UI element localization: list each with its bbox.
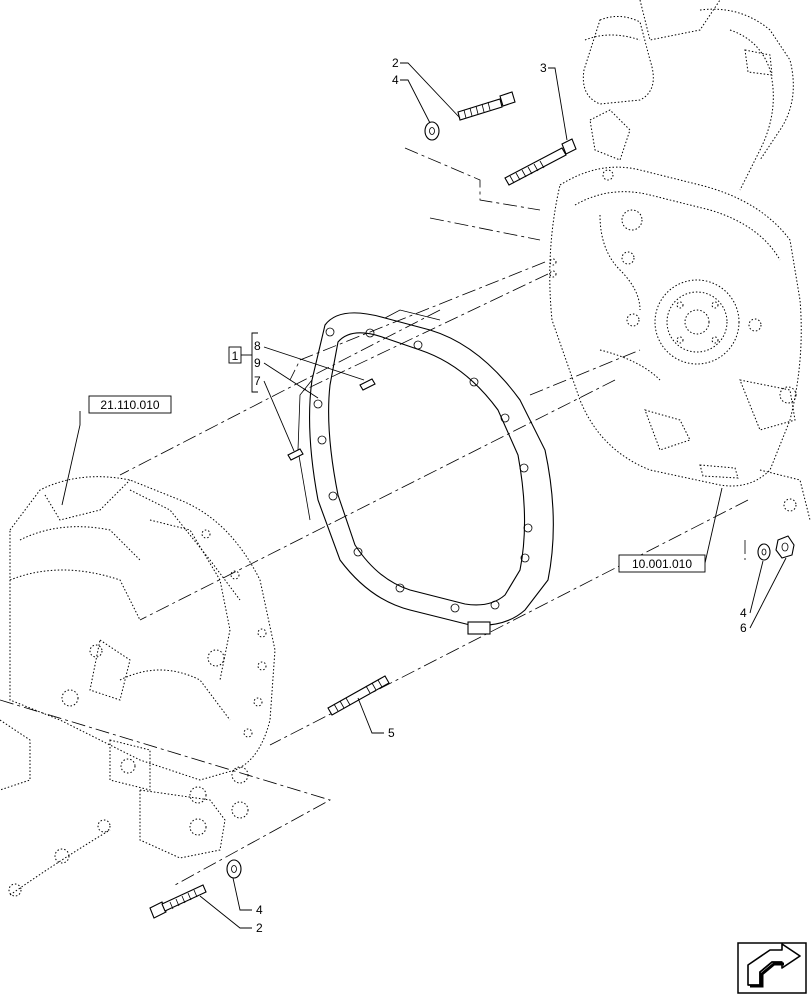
kit-box — [228, 346, 242, 364]
callout-washer-top-left: 4 — [392, 73, 399, 87]
transmission-housing — [0, 476, 276, 897]
reference-engine-label: 10.001.010 — [632, 557, 692, 571]
callout-pin-9: 9 — [254, 356, 261, 370]
adapter-plate — [297, 309, 554, 635]
callout-bolt-bottom: 2 — [256, 921, 263, 935]
callout-stud: 5 — [388, 726, 395, 740]
dowel-pin-8 — [359, 378, 376, 391]
callout-pin-8: 8 — [254, 339, 261, 353]
reference-box-engine[interactable]: 10.001.010 — [618, 554, 706, 573]
engine-block — [549, 0, 811, 521]
kit-box-label: 1 — [232, 349, 239, 363]
leader-lines — [61, 62, 787, 929]
bolt-bottom — [149, 884, 207, 919]
reference-box-transmission[interactable]: 21.110.010 — [88, 395, 172, 414]
kit-bracket — [228, 332, 258, 393]
callout-bolt-top-left: 2 — [392, 56, 399, 70]
dowel-pin-7 — [287, 448, 304, 461]
next-page-arrow-icon[interactable] — [737, 942, 807, 994]
callout-nut-right: 6 — [740, 621, 747, 635]
callout-washer-right: 4 — [740, 606, 747, 620]
bolt-top-right — [504, 138, 577, 186]
reference-transmission-label: 21.110.010 — [100, 398, 159, 412]
callout-bolt-top-right: 3 — [540, 61, 547, 75]
nut-right — [775, 535, 795, 559]
washer-top-left — [424, 121, 440, 141]
bolt-top-left — [457, 91, 516, 121]
callout-washer-bottom: 4 — [256, 903, 263, 917]
washer-bottom — [226, 859, 242, 879]
callout-pin-7: 7 — [254, 374, 261, 388]
stud — [327, 675, 390, 716]
washer-right — [757, 543, 771, 561]
